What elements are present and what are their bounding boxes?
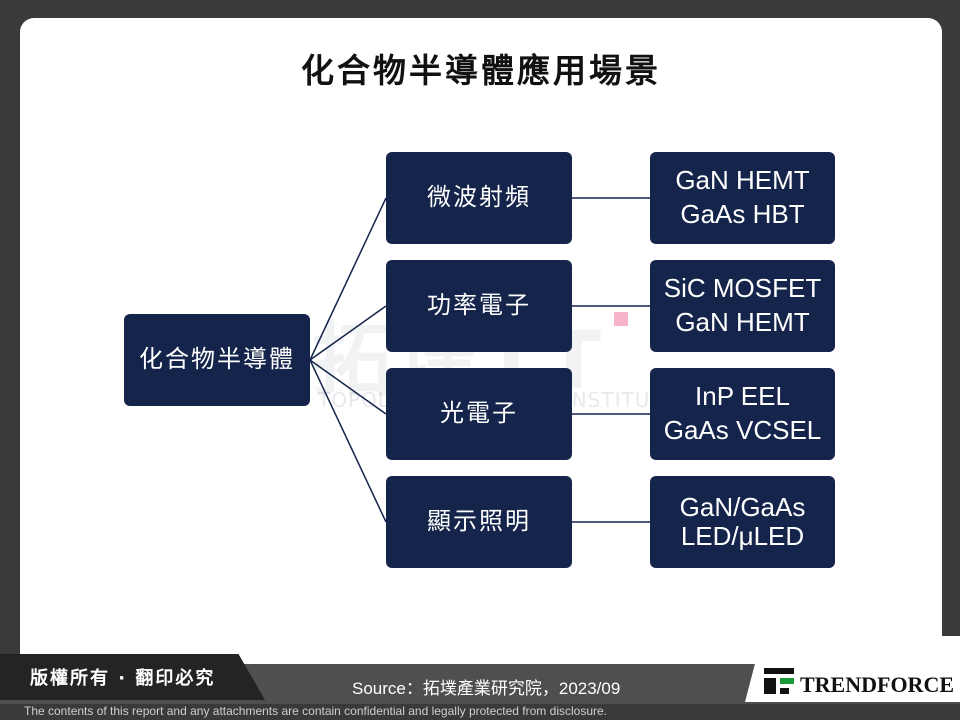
connector-root-branch-1 [309, 197, 387, 361]
root-node: 化合物半導體 [124, 314, 310, 406]
tech-item: SiC MOSFET [663, 273, 822, 304]
tech-item: GaN HEMT [675, 307, 810, 337]
tech-node-optoelectronics: InP EEL GaAs VCSEL [650, 368, 835, 460]
disclaimer-text: The contents of this report and any atta… [24, 704, 607, 718]
tech-node-display-lighting: GaN/GaAs LED/μLED [650, 476, 835, 568]
category-node-power-electronics: 功率電子 [386, 260, 572, 352]
tech-item: LED/μLED [680, 521, 805, 551]
source-note: Source：拓墣產業研究院，2023/09 [352, 679, 621, 698]
category-node-optoelectronics: 光電子 [386, 368, 572, 460]
tech-node-microwave-rf: GaN HEMT GaAs HBT [650, 152, 835, 244]
connector-root-branch-4 [309, 359, 387, 523]
category-label: 顯示照明 [427, 508, 531, 536]
tech-item: GaAs VCSEL [663, 415, 822, 445]
root-label: 化合物半導體 [139, 346, 295, 374]
category-label: 微波射頻 [427, 184, 531, 212]
category-node-display-lighting: 顯示照明 [386, 476, 572, 568]
tech-item: InP EEL [695, 381, 790, 412]
tech-item: GaAs HBT [680, 199, 805, 229]
category-label: 光電子 [440, 400, 518, 428]
copyright-notice: 版權所有 · 翻印必究 [0, 654, 265, 700]
tech-node-power-electronics: SiC MOSFET GaN HEMT [650, 260, 835, 352]
tech-item: GaN HEMT [675, 165, 810, 196]
tech-item: GaN/GaAs [679, 492, 806, 523]
category-node-microwave-rf: 微波射頻 [386, 152, 572, 244]
connector-root-branch-2 [309, 305, 387, 361]
category-label: 功率電子 [427, 292, 531, 320]
slide-title: 化合物半導體應用場景 [301, 51, 661, 90]
accent-square [614, 312, 628, 326]
trendforce-logo-icon [764, 668, 794, 694]
brand-name: TRENDFORCE [800, 672, 955, 697]
connector-root-branch-3 [309, 359, 387, 415]
